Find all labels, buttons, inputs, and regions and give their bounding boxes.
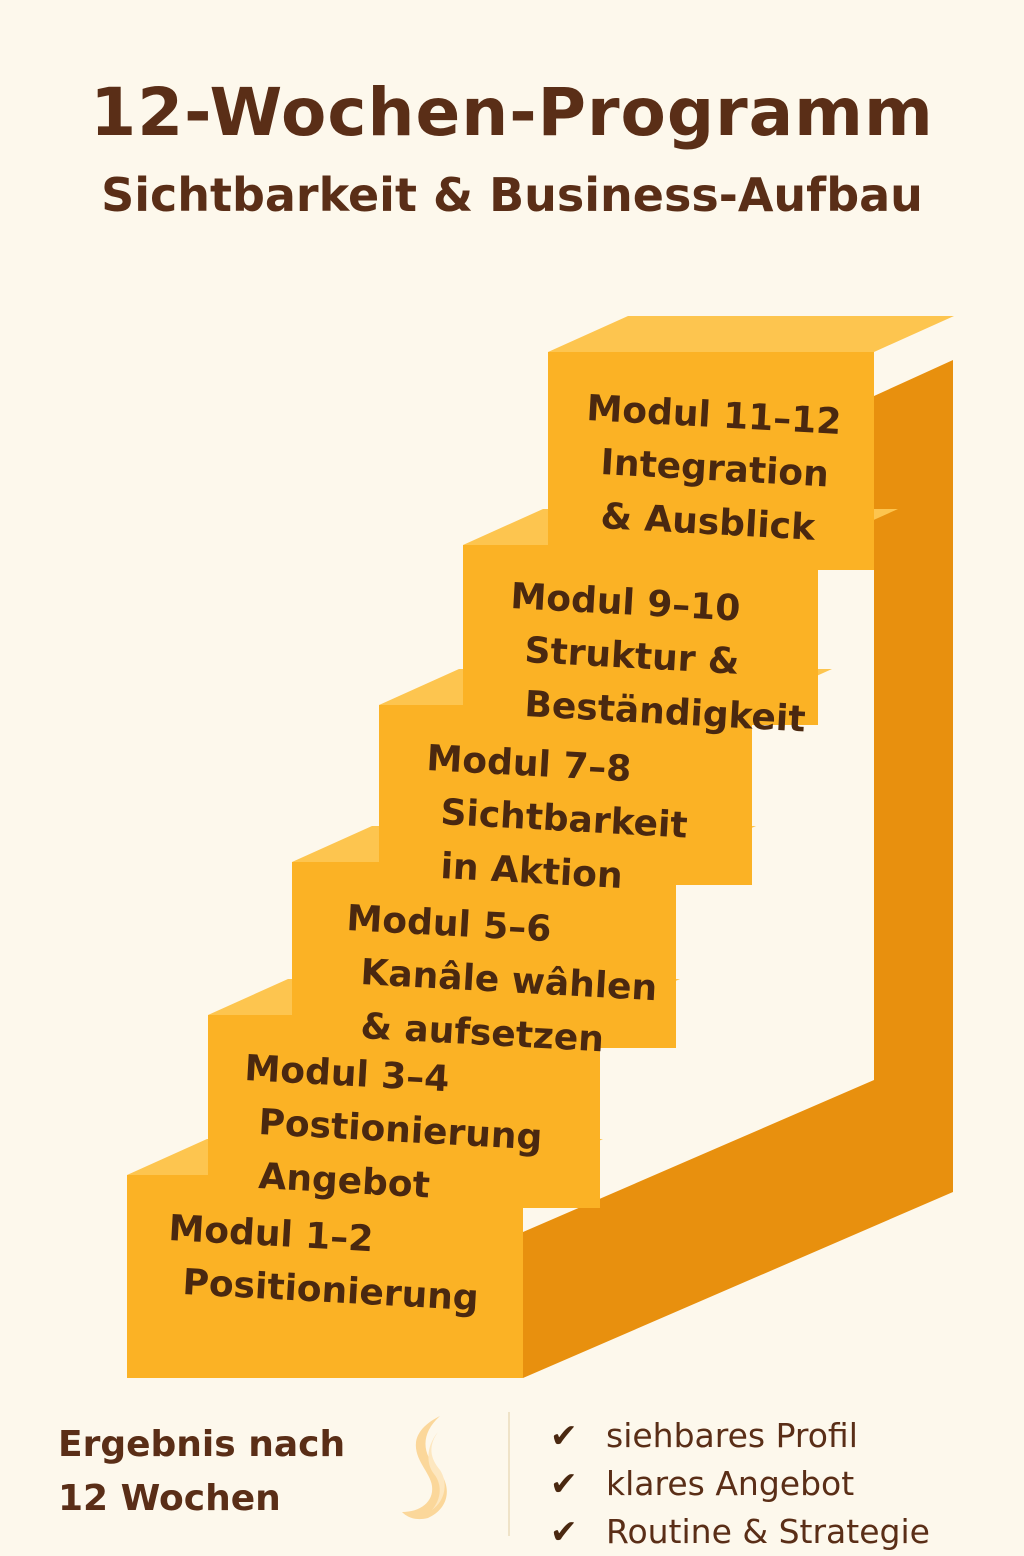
- step-4-label-line-3: in Aktion: [440, 846, 624, 897]
- check-icon: ✔: [550, 1416, 578, 1455]
- step-2-front: [208, 1015, 600, 1208]
- checklist-item-label: siehbares Profil: [606, 1416, 858, 1455]
- checklist-item-label: Routine & Strategie: [606, 1512, 930, 1551]
- step-2-label-line-3: Angebot: [258, 1156, 431, 1206]
- step-3-front: [292, 862, 676, 1048]
- step-4-front: [379, 705, 752, 885]
- step-5-front: [463, 545, 818, 725]
- checklist-item: ✔ klares Angebot: [550, 1460, 930, 1508]
- section-divider: [508, 1412, 510, 1536]
- check-icon: ✔: [550, 1512, 578, 1551]
- page-subtitle: Sichtbarkeit & Business-Aufbau: [101, 168, 923, 222]
- checklist-item-label: klares Angebot: [606, 1464, 855, 1503]
- checklist-item: ✔ siehbares Profil: [550, 1412, 930, 1460]
- flame-icon: [402, 1416, 447, 1520]
- step-1-front: [127, 1175, 523, 1378]
- step-6-front: [548, 352, 874, 570]
- result-label: Ergebnis nach 12 Wochen: [58, 1418, 345, 1526]
- check-icon: ✔: [550, 1464, 578, 1503]
- step-6-tread: [548, 316, 954, 352]
- checklist-item: ✔ Routine & Strategie: [550, 1508, 930, 1556]
- result-checklist: ✔ siehbares Profil ✔ klares Angebot ✔ Routine…: [550, 1412, 930, 1556]
- result-line-1: Ergebnis nach: [58, 1424, 346, 1465]
- result-line-2: 12 Wochen: [58, 1478, 281, 1519]
- staircase-side-face: [523, 360, 953, 1378]
- page-title: 12-Wochen-Programm: [90, 74, 934, 151]
